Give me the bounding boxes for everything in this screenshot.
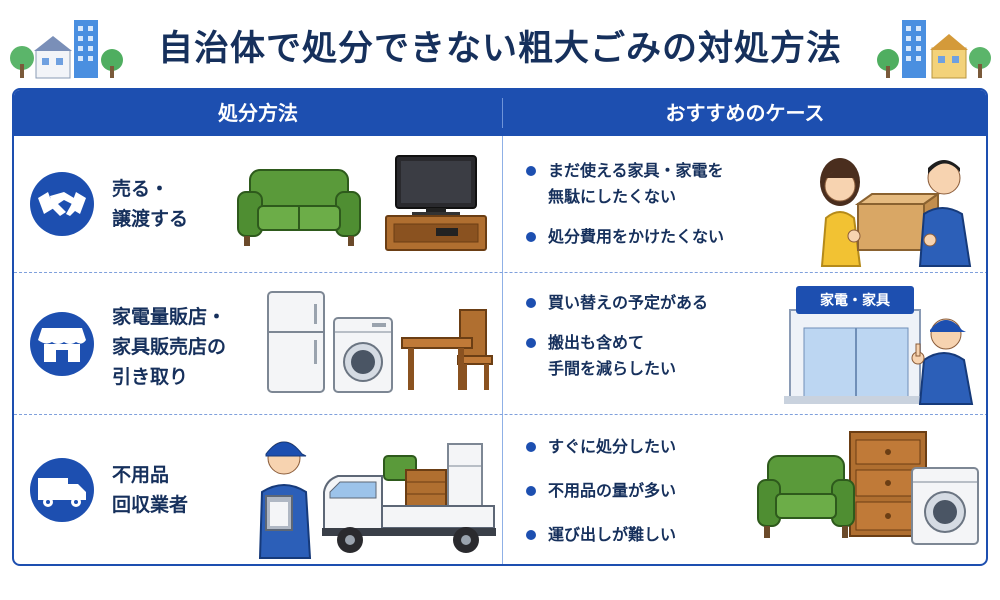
method-label-line: 家電量販店・: [112, 306, 227, 328]
case-list: 買い替えの予定がある 搬出も含めて 手間を減らしたい: [526, 290, 708, 382]
method-label-line: 譲渡する: [112, 208, 189, 230]
bullet: [526, 232, 536, 242]
list-item: 買い替えの予定がある: [526, 290, 708, 316]
tv-illustration: [385, 155, 487, 251]
washing-machine-illustration: [333, 317, 393, 393]
case-text: 搬出も含めて: [548, 333, 645, 352]
case-text: すぐに処分したい: [548, 437, 677, 456]
method-label-line: 家具販売店の: [112, 336, 227, 358]
column-divider: [502, 136, 503, 564]
handshake-icon: [38, 192, 86, 216]
dining-table-illustration: [401, 309, 493, 390]
list-item: 不用品の量が多い: [526, 478, 676, 504]
method-label: 家電量販店・ 家具販売店の 引き取り: [112, 302, 226, 392]
bullet: [526, 298, 536, 308]
list-item: 運び出しが難しい: [526, 522, 676, 548]
bulky-furniture-illustration: [757, 431, 979, 545]
method-label-line: 不用品: [112, 464, 170, 486]
refrigerator-illustration: [267, 291, 325, 393]
page-title: 自治体で処分できない粗大ごみの対処方法: [157, 29, 842, 69]
case-list: まだ使える家具・家電を 無駄にしたくない 処分費用をかけたくない: [526, 158, 724, 250]
table-row: 売る・ 譲渡する まだ使える家具・家電を 無駄にしたくない: [14, 136, 986, 272]
method-label: 不用品 回収業者: [112, 460, 188, 520]
bullet: [526, 338, 536, 348]
handover-people-illustration: [820, 158, 972, 267]
method-icon-circle: [30, 312, 94, 376]
pickup-truck-illustration: [322, 443, 496, 553]
case-text: まだ使える家具・家電を: [548, 161, 724, 180]
header-divider: [502, 98, 503, 128]
bullet: [526, 530, 536, 540]
case-text: 買い替えの予定がある: [548, 293, 709, 312]
case-text: 不用品の量が多い: [548, 481, 677, 500]
table-row: 家電量販店・ 家具販売店の 引き取り: [14, 272, 986, 414]
method-icon-circle: [30, 458, 94, 522]
case-text: 処分費用をかけたくない: [548, 227, 725, 246]
case-text: 運び出しが難しい: [548, 525, 677, 544]
header-method: 処分方法: [218, 101, 298, 125]
method-label-line: 売る・: [112, 178, 170, 200]
store-sign-text: 家電・家具: [820, 293, 890, 309]
worker-illustration: [258, 441, 312, 559]
case-list: すぐに処分したい 不用品の量が多い 運び出しが難しい: [526, 434, 676, 548]
method-label: 売る・ 譲渡する: [112, 174, 188, 234]
list-item: 処分費用をかけたくない: [526, 224, 724, 250]
method-label-line: 回収業者: [112, 494, 189, 516]
bullet: [526, 442, 536, 452]
header-case: おすすめのケース: [665, 101, 825, 125]
list-item: すぐに処分したい: [526, 434, 676, 460]
sofa-illustration: [237, 169, 361, 246]
case-text: 無駄にしたくない: [548, 187, 677, 206]
method-label-line: 引き取り: [112, 366, 189, 388]
table-header: 処分方法 おすすめのケース: [14, 90, 986, 136]
bullet: [526, 166, 536, 176]
table-row: 不用品 回収業者: [14, 414, 986, 564]
list-item: まだ使える家具・家電を 無駄にしたくない: [526, 158, 724, 210]
list-item: 搬出も含めて 手間を減らしたい: [526, 330, 708, 382]
city-buildings-icon: [877, 20, 991, 79]
store-icon: [38, 328, 86, 362]
case-text: 手間を減らしたい: [548, 359, 677, 378]
row-separator: [14, 272, 986, 273]
appliance-store-illustration: [784, 286, 974, 405]
truck-icon: [38, 478, 86, 507]
title-bar: 自治体で処分できない粗大ごみの対処方法: [0, 0, 1000, 88]
row-separator: [14, 414, 986, 415]
method-icon-circle: [30, 172, 94, 236]
bullet: [526, 486, 536, 496]
city-buildings-icon: [10, 20, 123, 79]
comparison-table: 処分方法 おすすめのケース 売る・ 譲渡する: [12, 88, 988, 566]
